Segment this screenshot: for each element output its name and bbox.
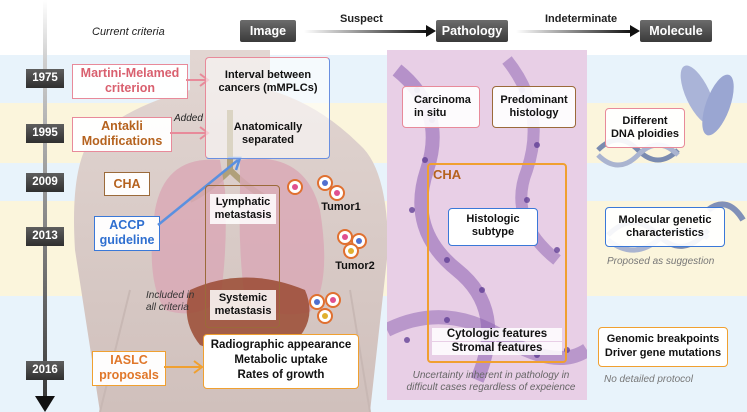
arrowhead-2 xyxy=(630,25,640,37)
indeterminate-label: Indeterminate xyxy=(545,13,618,25)
timeline-line xyxy=(43,0,47,398)
different-dna-ploidies: Different DNA ploidies xyxy=(610,115,680,140)
molecule-box-iaslc xyxy=(598,327,728,367)
tumor-cluster-2 xyxy=(337,229,367,259)
year-1975: 1975 xyxy=(26,69,64,88)
image-box-iaslc xyxy=(203,334,359,389)
added-label: Added xyxy=(174,113,203,124)
suspect-label: Suspect xyxy=(340,13,383,25)
year-2009: 2009 xyxy=(26,173,64,192)
systemic-metastasis: Systemic metastasis xyxy=(210,290,276,320)
criterion-iaslc: IASLC proposals xyxy=(92,351,166,386)
stage-molecule: Molecule xyxy=(640,20,712,42)
radiographic-appearance: Radiographic appearance xyxy=(210,339,352,351)
image-box-cha xyxy=(205,185,280,328)
arrowhead-1 xyxy=(426,25,436,37)
proposed-as-suggestion: Proposed as suggestion xyxy=(607,256,715,267)
stromal-features: Stromal features xyxy=(432,342,562,355)
criterion-martini-melamed: Martini-Melamed criterion xyxy=(72,64,188,99)
genomic-breakpoints: Genomic breakpoints xyxy=(606,333,720,345)
lymphatic-metastasis: Lymphatic metastasis xyxy=(210,194,276,224)
metabolic-uptake: Metabolic uptake xyxy=(234,354,328,366)
criterion-accp: ACCP guideline xyxy=(94,216,160,251)
rates-of-growth: Rates of growth xyxy=(237,369,325,381)
timeline-arrowhead xyxy=(35,396,55,412)
carcinoma-in-situ: Carcinoma in situ xyxy=(414,94,471,119)
year-2013: 2013 xyxy=(26,227,64,246)
image-box-mm-antakli xyxy=(205,57,330,159)
criterion-cha: CHA xyxy=(104,172,150,196)
pathology-box-predominant xyxy=(492,86,576,128)
year-2016: 2016 xyxy=(26,361,64,380)
tumor-cluster-1 xyxy=(287,175,345,201)
molecular-genetic-characteristics: Molecular genetic characteristics xyxy=(618,214,712,239)
stage-image: Image xyxy=(240,20,296,42)
arrow-pathology-to-molecule xyxy=(516,30,632,33)
predominant-histology: Predominant histology xyxy=(500,94,568,119)
molecule-box-genetic xyxy=(605,207,725,247)
interval-between-cancers: Interval between cancers (mMPLCs) xyxy=(218,69,318,94)
pathology-uncertainty-note: Uncertainty inherent in pathology in dif… xyxy=(406,370,576,393)
criterion-antakli: Antakli Modifications xyxy=(72,117,172,152)
tumor2-label: Tumor2 xyxy=(335,260,375,272)
anatomically-separated: Anatomically separated xyxy=(233,121,303,146)
histologic-subtype: Histologic subtype xyxy=(466,213,520,238)
current-criteria-label: Current criteria xyxy=(92,26,165,38)
driver-gene-mutations: Driver gene mutations xyxy=(604,347,722,359)
molecule-box-ploidies xyxy=(605,108,685,148)
cytologic-features: Cytologic features xyxy=(432,328,562,341)
pathology-box-carcinoma xyxy=(402,86,480,128)
tumor1-label: Tumor1 xyxy=(321,201,361,213)
pathology-box-cha xyxy=(427,163,567,363)
tumor-cluster-3 xyxy=(309,292,341,324)
arrow-image-to-pathology xyxy=(304,30,428,33)
year-1995: 1995 xyxy=(26,124,64,143)
pathology-cha-label: CHA xyxy=(433,167,462,182)
stage-pathology: Pathology xyxy=(436,20,508,42)
pathology-box-histologic xyxy=(448,208,538,246)
no-detailed-protocol: No detailed protocol xyxy=(604,374,693,385)
included-in-all-criteria: Included in all criteria xyxy=(146,290,195,313)
